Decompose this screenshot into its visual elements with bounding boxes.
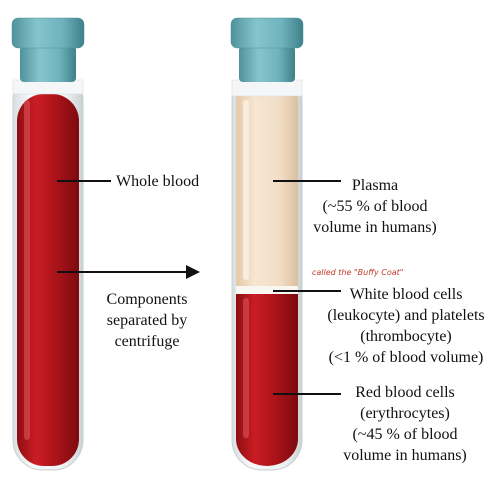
label-white-cells: White blood cells (leukocyte) and platel…	[327, 286, 485, 366]
label-components: Components separated by centrifuge	[106, 291, 188, 350]
test-tube-whole-blood-icon	[11, 17, 85, 471]
test-tube-separated-icon	[230, 17, 304, 471]
buffy-coat-note: called the "Buffy Coat"	[312, 268, 404, 277]
label-red-cells: Red blood cells (erythrocytes) (~45 % of…	[343, 384, 467, 464]
label-whole-blood: Whole blood	[116, 173, 200, 190]
label-plasma: Plasma (~55 % of blood volume in humans)	[313, 177, 437, 236]
arrow-right-icon	[186, 265, 200, 279]
